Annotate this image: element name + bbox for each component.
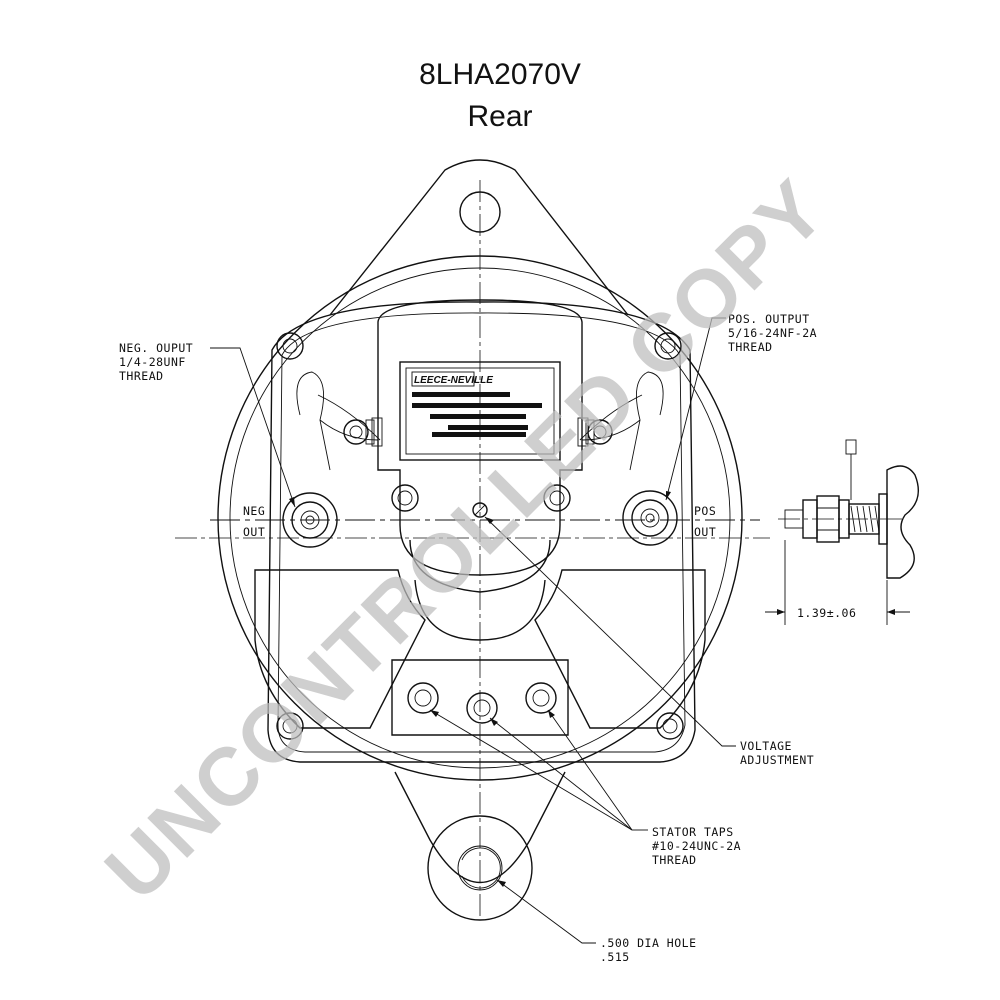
bolt-hole <box>391 484 419 512</box>
stator-tap <box>466 692 498 724</box>
stator-taps <box>407 682 557 724</box>
pos-output-label-1: POS. OUTPUT <box>728 312 810 326</box>
voltage-adjustment-label-2: ADJUSTMENT <box>740 753 814 767</box>
pos-output-terminal <box>622 490 678 546</box>
pos-out-label-2: OUT <box>694 525 716 539</box>
neg-out-label-1: NEG <box>243 504 265 518</box>
neg-output-label-3: THREAD <box>119 369 164 383</box>
pos-output-label-2: 5/16-24NF-2A <box>728 326 817 340</box>
center-lines <box>175 180 770 920</box>
stator-tap <box>525 682 557 714</box>
neg-output-label-1: NEG. OUPUT <box>119 341 193 355</box>
rear-plate <box>267 301 696 763</box>
annotations: NEG. OUPUT 1/4-28UNF THREAD POS. OUTPUT … <box>119 312 817 964</box>
voltage-adjustment-label-1: VOLTAGE <box>740 739 792 753</box>
stator-taps-label-2: #10-24UNC-2A <box>652 839 741 853</box>
dia-hole-label-2: .515 <box>600 950 630 964</box>
stator-taps-label-3: THREAD <box>652 853 697 867</box>
bolt-hole <box>343 419 369 445</box>
diagram-title: 8LHA2070V <box>419 58 581 91</box>
bolt-hole <box>276 332 304 360</box>
vent-cutouts <box>254 569 706 736</box>
housing-outline <box>217 159 743 921</box>
terminal-side-view: 1.39±.06 <box>765 439 919 625</box>
dimension-label: 1.39±.06 <box>797 606 856 620</box>
bolt-hole <box>276 712 304 740</box>
neg-out-label-2: OUT <box>243 525 265 539</box>
diagram-subtitle: Rear <box>467 100 533 133</box>
bolt-hole <box>543 484 571 512</box>
neg-output-label-2: 1/4-28UNF <box>119 355 186 369</box>
stator-tap <box>407 682 439 714</box>
stator-taps-label-1: STATOR TAPS <box>652 825 734 839</box>
bolt-holes <box>276 332 684 740</box>
bolt-hole <box>587 419 613 445</box>
pos-out-label-1: POS <box>694 504 716 518</box>
brand-label: LEECE-NEVILLE <box>414 375 493 386</box>
terminal-wires <box>296 371 664 471</box>
bolt-hole <box>654 332 682 360</box>
uncontrolled-copy-watermark: UNCONTROLLED COPY <box>88 163 843 918</box>
pos-output-label-3: THREAD <box>728 340 773 354</box>
bolt-hole <box>656 712 684 740</box>
dia-hole-label-1: .500 DIA HOLE <box>600 936 697 950</box>
